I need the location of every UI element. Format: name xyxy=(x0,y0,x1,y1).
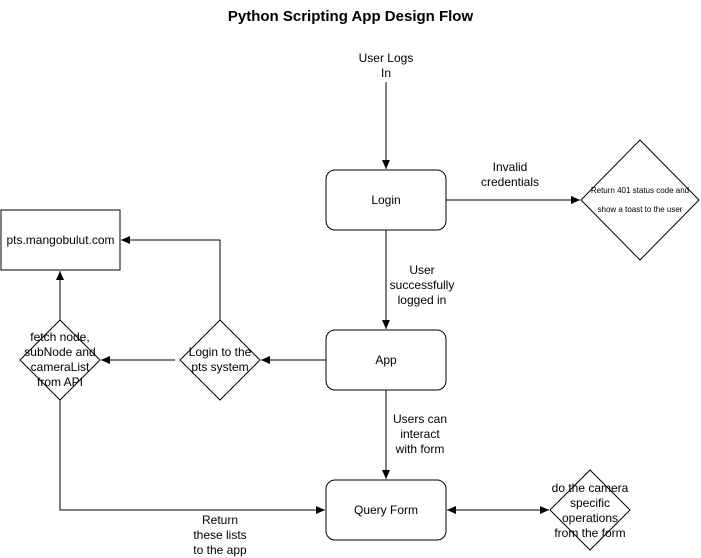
invalid-credentials-label: Invalid credentials xyxy=(480,160,540,189)
fetch-label: fetch node, subNode and cameraList from … xyxy=(24,330,96,389)
edge-login-pts-to-site xyxy=(121,236,221,320)
query-form-label: Query Form xyxy=(353,503,418,517)
camera-ops-diamond xyxy=(549,469,631,551)
pts-site-label: pts.mangobulut.com xyxy=(6,233,115,247)
app-label: App xyxy=(375,353,397,367)
query-form-box xyxy=(325,479,447,541)
login-pts-label: Login to the pts system xyxy=(188,345,252,374)
diagram-title: Python Scripting App Design Flow xyxy=(227,8,474,25)
edge-fetch-to-query xyxy=(59,400,325,514)
pts-site-box xyxy=(0,209,121,271)
login-label: Login xyxy=(371,193,401,207)
error-diamond-label: Return 401 status code and show a toast … xyxy=(590,186,690,214)
camera-ops-label: do the camera specific operations from t… xyxy=(551,481,629,540)
login-pts-diamond xyxy=(179,319,261,401)
users-interact-label: Users can interact with form xyxy=(392,412,448,456)
start-text: User Logs In xyxy=(358,51,414,80)
return-lists-label: Return these lists to the app xyxy=(193,513,247,557)
logged-in-label: User successfully logged in xyxy=(389,263,455,307)
error-diamond xyxy=(580,139,700,261)
